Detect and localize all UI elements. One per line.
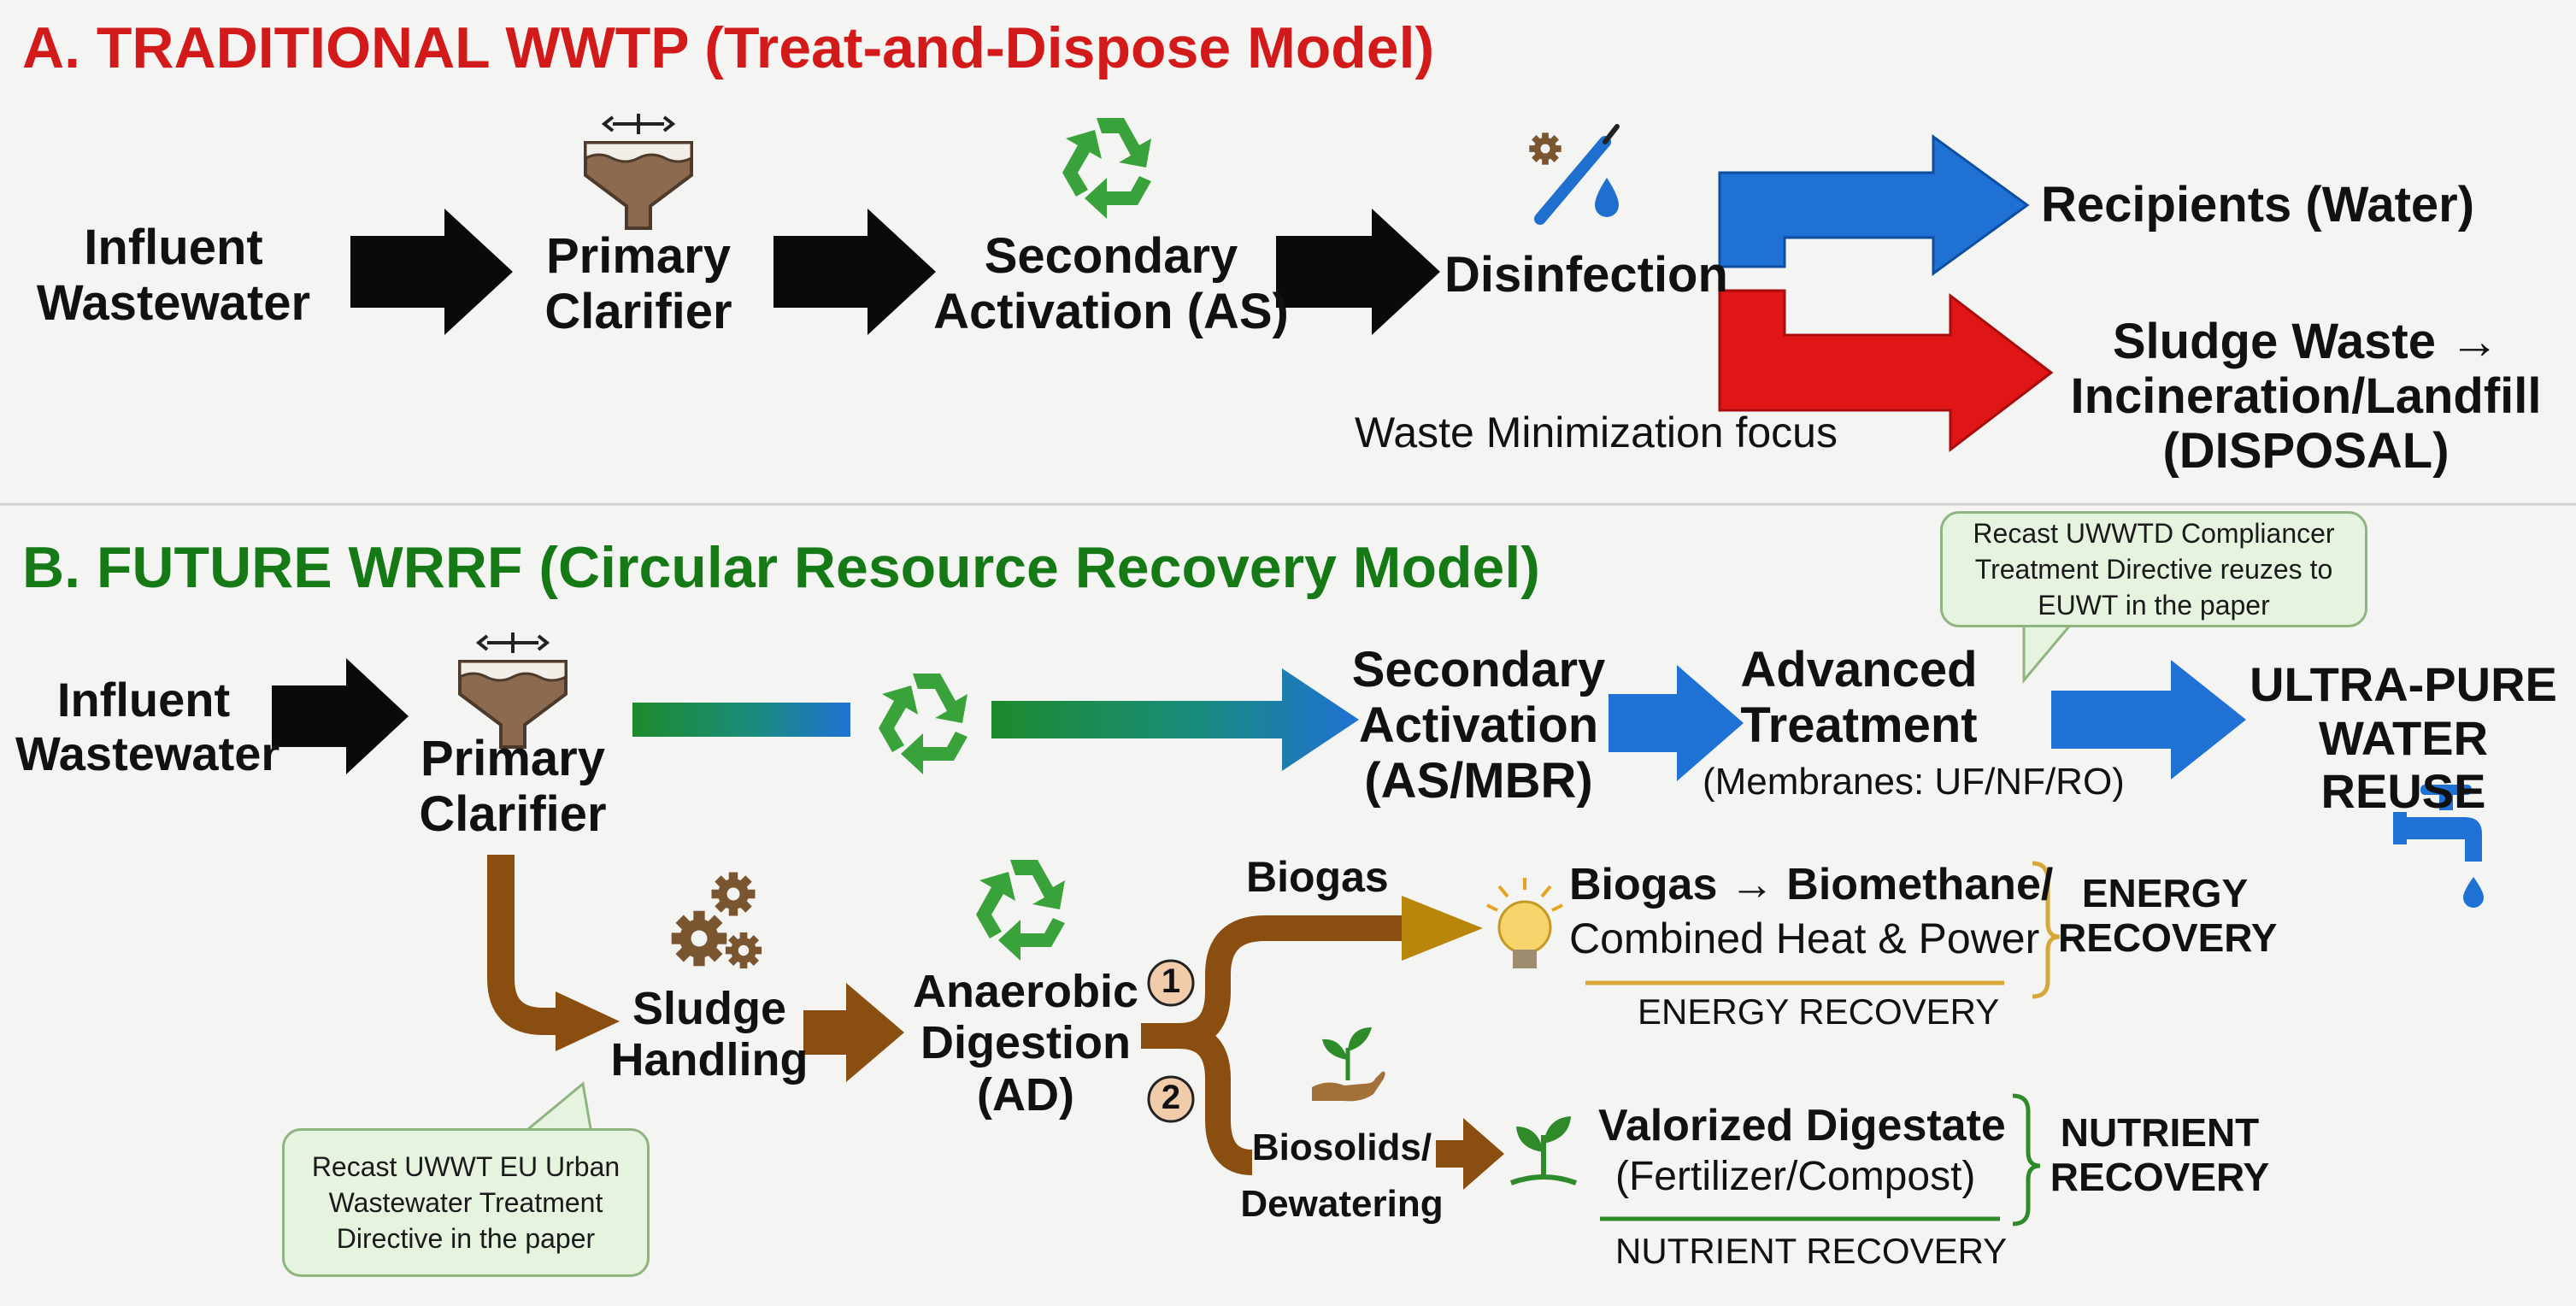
advanced-treatment-label: Advanced Treatment (1740, 642, 1978, 753)
water-reuse-label: ULTRA-PURE WATER REUSE (2250, 657, 2557, 819)
marker-1 (1147, 959, 1195, 1007)
energy-bracket (2032, 861, 2061, 999)
flow-arrow-a3 (1276, 209, 1440, 335)
water-output-arrow (1718, 134, 2030, 276)
waste-minimization-label: Waste Minimization focus (1355, 409, 1838, 456)
flow-arrow-biosolids (1436, 1118, 1504, 1190)
digestate-output-line2: (Fertilizer/Compost) (1615, 1154, 1976, 1199)
influent-label: Influent Wastewater (36, 220, 311, 331)
membranes-label: (Membranes: UF/NF/RO) (1703, 761, 2125, 803)
recycle-icon (879, 674, 967, 774)
nutrient-bracket (2012, 1093, 2041, 1227)
clarifier-icon (584, 112, 693, 230)
sludge-pipe-head (556, 991, 620, 1051)
marker-2 (1147, 1075, 1195, 1123)
flow-arrow-b1 (272, 658, 409, 774)
biogas-branch-label: Biogas (1246, 853, 1389, 901)
flow-arrow-a1 (350, 209, 513, 335)
influent-label: Influent Wastewater (15, 673, 280, 780)
biosolids-label: Biosolids/ Dewatering (1240, 1127, 1444, 1225)
nutrient-recovery-bracket-label: NUTRIENT RECOVERY (2050, 1110, 2270, 1199)
sludge-pipe (487, 855, 566, 1035)
disinfection-icon (1529, 124, 1620, 225)
hand-plant-icon (1312, 1027, 1385, 1102)
marker-2-label: 2 (1161, 1079, 1181, 1116)
primary-clarifier-label: Primary Clarifier (419, 731, 607, 842)
lightbulb-icon (1486, 878, 1563, 968)
branch-lower (1179, 1023, 1253, 1175)
callout-bottom-text: Recast UWWT EU Urban Wastewater Treatmen… (311, 1150, 620, 1255)
energy-recovery-underline: ENERGY RECOVERY (1638, 991, 2000, 1032)
disinfection-label: Disinfection (1444, 247, 1728, 303)
clarifier-icon (458, 631, 568, 749)
marker-1-label: 1 (1161, 962, 1181, 1000)
sludge-waste-label: Sludge Waste → Incineration/Landfill (DI… (2070, 314, 2542, 479)
section-a-title: A. TRADITIONAL WWTP (Treat-and-Dispose M… (22, 15, 1435, 80)
primary-clarifier-label: Primary Clarifier (544, 228, 732, 339)
sludge-handling-label: Sludge Handling (610, 983, 809, 1086)
flow-arrow-b2 (1609, 665, 1744, 781)
gradient-pipe-right (991, 668, 1359, 771)
gears-icon (671, 872, 762, 969)
callout-bottom-tail (519, 1081, 593, 1135)
section-b-title: B. FUTURE WRRF (Circular Resource Recove… (22, 535, 1540, 600)
gradient-pipe-left (632, 703, 850, 737)
callout-top-text: Recast UWWTD Compliancer Treatment Direc… (1973, 517, 2335, 621)
anaerobic-digestion-label: Anaerobic Digestion (AD) (912, 966, 1139, 1121)
recycle-icon (1062, 118, 1151, 219)
digestate-output-line1: Valorized Digestate (1598, 1101, 2006, 1150)
callout-bottom: Recast UWWT EU Urban Wastewater Treatmen… (282, 1128, 650, 1277)
faucet-icon (2393, 785, 2484, 908)
recipients-label: Recipients (Water) (2041, 177, 2475, 232)
secondary-activation-label: Secondary Activation (AS/MBR) (1351, 642, 1606, 809)
seedling-icon (1509, 1116, 1578, 1185)
sludge-output-arrow (1718, 289, 2054, 453)
flow-arrow-b4 (803, 983, 904, 1082)
flow-arrow-a2 (773, 209, 936, 335)
secondary-activation-label: Secondary Activation (AS) (933, 228, 1289, 339)
branch-upper-head (1402, 896, 1483, 961)
nutrient-recovery-underline: NUTRIENT RECOVERY (1615, 1231, 2008, 1271)
callout-top: Recast UWWTD Compliancer Treatment Direc… (1940, 511, 2367, 627)
flow-arrow-b3 (2051, 660, 2246, 779)
recycle-icon (976, 860, 1065, 961)
energy-recovery-bracket-label: ENERGY RECOVERY (2058, 871, 2278, 960)
biogas-output-line2: Combined Heat & Power (1569, 915, 2040, 962)
biogas-output-line1: Biogas → Biomethane/ (1569, 860, 2054, 909)
